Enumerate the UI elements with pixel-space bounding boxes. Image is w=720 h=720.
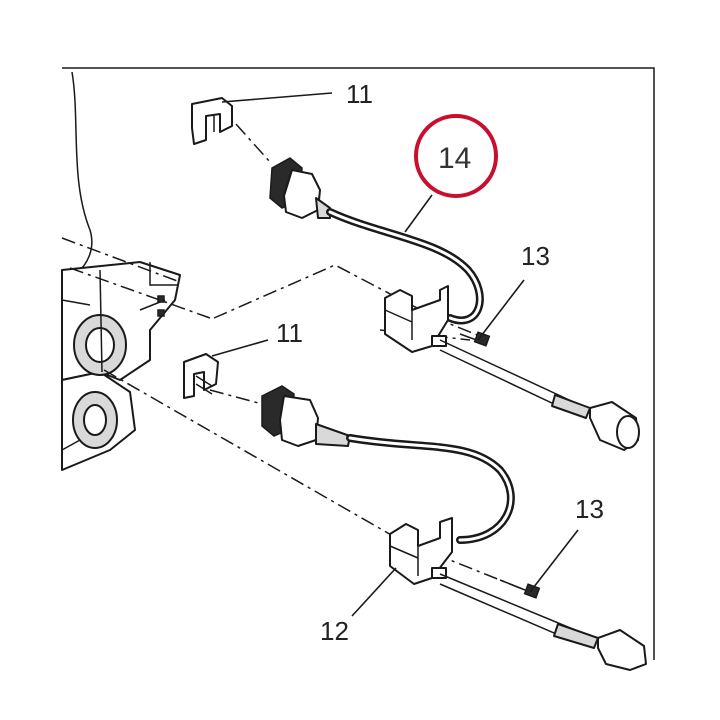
leader-cable-highlight <box>404 194 433 233</box>
leader-clip-lower <box>211 339 269 357</box>
screw-lower <box>499 579 541 599</box>
leader-screw-lower <box>529 529 579 593</box>
connector-plug-lower <box>261 385 351 447</box>
harness-top <box>439 339 640 451</box>
housing-lower <box>389 517 453 585</box>
housing-top <box>384 285 449 353</box>
leader-housing-lower <box>351 567 397 617</box>
callout-clip-top: 11 <box>346 79 373 109</box>
connector-plug-top <box>269 157 331 219</box>
callout-screw-lower: 13 <box>575 494 604 524</box>
callout-housing-lower: 12 <box>320 616 349 646</box>
cable-lower <box>346 434 515 544</box>
leader-screw-top <box>477 279 525 341</box>
clip-lower <box>183 353 219 399</box>
cable-top <box>326 208 484 325</box>
clip-top <box>191 97 233 145</box>
callout-cable-highlight: 14 <box>438 142 471 175</box>
harness-lower <box>439 573 647 671</box>
callout-clip-lower: 11 <box>276 318 303 348</box>
callout-screw-top: 13 <box>521 241 550 271</box>
screw-top <box>459 331 491 347</box>
machine-body <box>61 71 181 471</box>
diagram-frame <box>62 67 655 660</box>
leader-clip-top <box>221 92 333 103</box>
highlight-ring <box>414 114 498 198</box>
